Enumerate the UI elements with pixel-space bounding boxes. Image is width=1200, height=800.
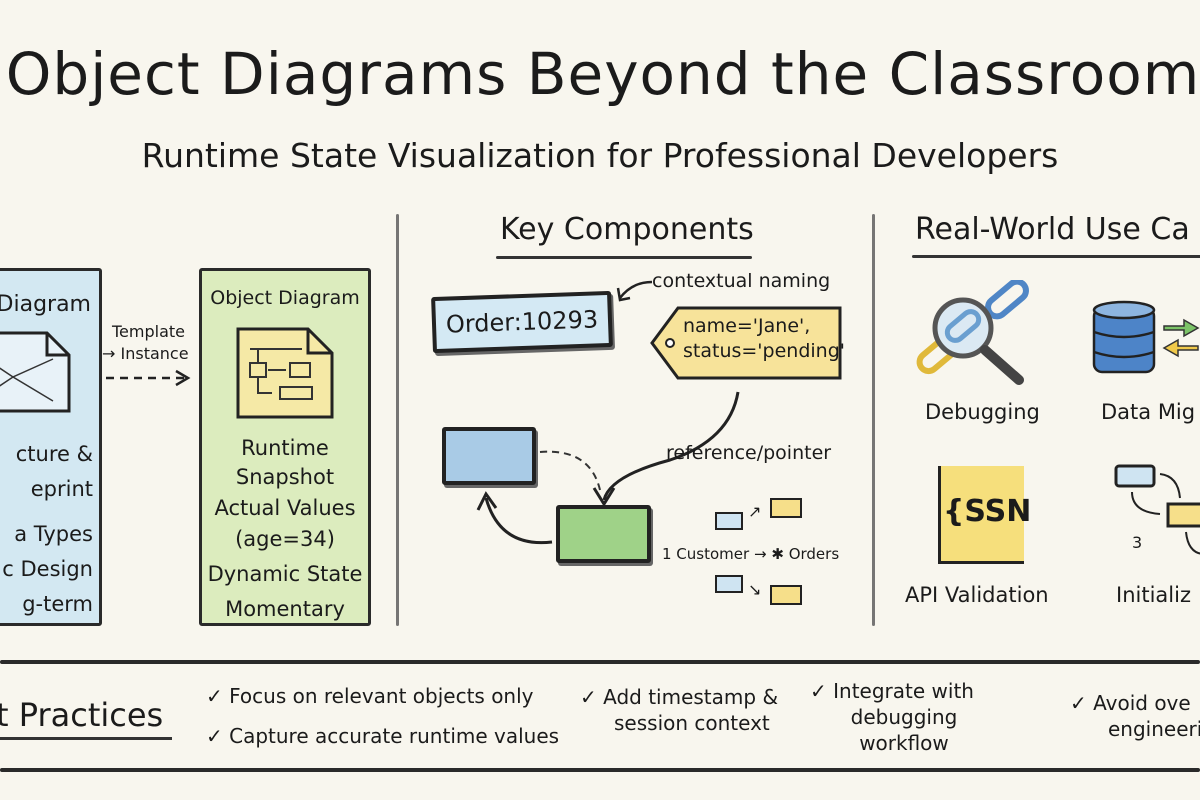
multiplicity-right: Orders bbox=[788, 545, 840, 563]
naming-note: contextual naming bbox=[652, 270, 831, 292]
transition-label: → Instance bbox=[102, 344, 189, 363]
panel-line: eprint bbox=[30, 477, 93, 501]
heading-underline bbox=[912, 255, 1200, 258]
star-icon: ✱ bbox=[771, 545, 784, 563]
best-practices-heading: t Practices bbox=[0, 696, 164, 734]
panel-heading: Object Diagram bbox=[210, 287, 360, 309]
tag-line: status='pending' bbox=[683, 340, 845, 362]
mini-arrow-icon: ↗ bbox=[748, 502, 762, 521]
practice-item: ✓ Capture accurate runtime values bbox=[206, 724, 560, 748]
use-case-label: Data Mig bbox=[1101, 400, 1196, 424]
mini-box-yellow bbox=[770, 585, 802, 605]
reference-arrows bbox=[476, 391, 740, 545]
use-case-label: Initializ bbox=[1116, 583, 1191, 607]
json-document-icon: {SSN bbox=[938, 466, 1031, 564]
check-icon: ✓ bbox=[206, 724, 223, 748]
object-box-green bbox=[556, 505, 651, 563]
use-case-label: Debugging bbox=[925, 400, 1040, 424]
check-icon: ✓ bbox=[580, 685, 597, 709]
attribute-tag-shape bbox=[650, 306, 842, 380]
section-heading: Key Components bbox=[500, 212, 754, 247]
band-bottom-line bbox=[0, 768, 1200, 772]
divider bbox=[872, 214, 875, 626]
panel-heading: Diagram bbox=[0, 292, 91, 317]
practice-item: ✓ Focus on relevant objects only bbox=[206, 684, 534, 708]
dashed-arrow-icon bbox=[106, 369, 191, 387]
object-diagram-panel: Object Diagram Runtime Snapshot Actual V… bbox=[199, 268, 371, 626]
use-case-label: API Validation bbox=[905, 583, 1049, 607]
object-box-blue bbox=[442, 427, 536, 485]
object-flow-icon bbox=[1114, 464, 1200, 555]
panel-line: Snapshot bbox=[235, 465, 335, 489]
panel-line: Dynamic State bbox=[207, 562, 363, 586]
panel-line: Actual Values bbox=[214, 496, 356, 520]
check-icon: ✓ bbox=[206, 684, 223, 708]
panel-line: (age=34) bbox=[235, 527, 335, 551]
database-sync-icon bbox=[1092, 300, 1200, 374]
divider bbox=[396, 214, 399, 626]
reference-note: reference/pointer bbox=[666, 442, 832, 464]
object-document-icon bbox=[236, 327, 334, 419]
panel-line: Momentary bbox=[225, 597, 345, 621]
tag-line: name='Jane', bbox=[683, 315, 811, 337]
attribute-tag-text: name='Jane', status='pending' bbox=[683, 314, 845, 364]
heading-underline bbox=[0, 737, 172, 740]
flow-icon-number: 3 bbox=[1132, 533, 1143, 552]
section-heading: Real-World Use Ca bbox=[915, 212, 1190, 247]
panel-line: Runtime bbox=[241, 436, 329, 460]
check-icon: ✓ bbox=[810, 679, 827, 703]
mini-box-blue bbox=[715, 575, 743, 593]
mini-box-yellow bbox=[770, 498, 802, 518]
multiplicity-left: 1 Customer bbox=[662, 545, 750, 563]
practice-item: ✓ Add timestamp &session context bbox=[580, 685, 779, 735]
multiplicity-label: 1 Customer → ✱ Orders bbox=[662, 545, 839, 563]
transition-label: Template bbox=[112, 322, 186, 341]
panel-line: c Design bbox=[2, 557, 93, 581]
class-diagram-panel: Diagram cture & eprint a Types c Design … bbox=[0, 268, 102, 626]
object-name-box: Order:10293 bbox=[431, 290, 613, 354]
band-top-line bbox=[0, 660, 1200, 664]
curved-arrow-icon bbox=[616, 280, 653, 302]
page-subtitle: Runtime State Visualization for Professi… bbox=[141, 136, 1059, 175]
panel-line: cture & bbox=[15, 442, 93, 466]
panel-line: a Types bbox=[14, 522, 93, 546]
check-icon: ✓ bbox=[1070, 691, 1087, 715]
mini-arrow-icon: ↘ bbox=[748, 580, 762, 599]
json-icon-text: {SSN bbox=[943, 494, 1032, 529]
class-document-icon bbox=[0, 331, 71, 413]
mini-box-blue bbox=[715, 512, 743, 530]
heading-underline bbox=[496, 256, 752, 259]
panel-line: g-term bbox=[22, 592, 93, 616]
magnifier-chain-icon bbox=[916, 280, 1029, 385]
arrow-icon: → bbox=[753, 545, 767, 563]
page-title: Object Diagrams Beyond the Classroom bbox=[5, 40, 1200, 108]
